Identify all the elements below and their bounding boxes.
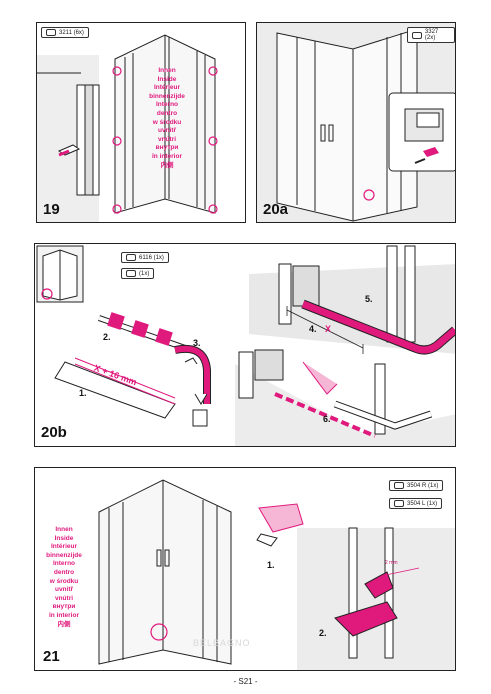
badge-text: 6116 (1x) <box>139 254 164 261</box>
substep-1: 1. <box>267 560 275 570</box>
step-number: 20b <box>41 424 67 441</box>
seal-strips <box>98 312 186 351</box>
substep-2: 2. <box>319 628 327 638</box>
seal-strip-icon <box>126 254 136 261</box>
part-badge-tape: (1x) <box>121 268 155 279</box>
step-number: 19 <box>43 201 60 218</box>
insert-arrow <box>58 149 70 157</box>
badge-text: 3211 (6x) <box>59 29 84 36</box>
measure-line <box>286 306 364 354</box>
floor-corner <box>297 527 455 670</box>
cut-profile <box>54 357 176 419</box>
panel-step-19: 3211 (6x) Innen Inside Intérieur binnenz… <box>36 22 246 223</box>
panel-step-20a: 3327 (2x) 20a <box>256 22 456 223</box>
step-19-illustration <box>37 34 218 222</box>
substep-6: 6. <box>323 414 331 424</box>
profile-inner <box>84 84 94 196</box>
tape-icon <box>126 270 136 277</box>
shower-enclosure <box>98 479 232 665</box>
profile-piece <box>256 503 304 547</box>
step-20a-illustration <box>257 23 455 222</box>
step-number: 20a <box>263 201 289 218</box>
inside-translations: Innen Inside Intérieur binnenzijde Inter… <box>149 67 185 169</box>
part-badge-6116: 6116 (1x) <box>121 252 169 263</box>
step-21-illustration <box>98 479 455 670</box>
substep-3: 3. <box>193 338 201 348</box>
profile-right-icon <box>394 482 404 489</box>
step-20b-illustration <box>36 245 455 446</box>
substep-5: 5. <box>365 294 373 304</box>
panel-step-20b: 6116 (1x) (1x) 1. 2. 3. 4. 5. 6. X + 16 … <box>34 243 456 447</box>
page-number: - S21 - <box>233 677 258 686</box>
profile-left-icon <box>394 500 404 507</box>
cap-markers <box>112 66 218 214</box>
inside-translations: Innen Inside Intérieur binnenzijde Inter… <box>46 526 82 628</box>
badge-text: 3327 (2x) <box>424 29 439 41</box>
substep-4: 4. <box>309 324 317 334</box>
cap-icon <box>412 31 422 39</box>
position-marker <box>150 623 168 641</box>
part-badge-3504l: 3504 L (1x) <box>389 498 443 509</box>
badge-text: 3504 L (1x) <box>407 500 438 507</box>
measure-x-label: X <box>325 324 332 334</box>
step-number: 21 <box>43 648 60 665</box>
shower-enclosure <box>276 28 418 222</box>
floor-scene <box>235 245 455 446</box>
panel-step-21: 3504 R (1x) 3504 L (1x) Innen Inside Int… <box>34 467 456 671</box>
part-badge-3327: 3327 (2x) <box>407 27 455 43</box>
detail-zoom <box>388 92 455 172</box>
part-badge-3504r: 3504 R (1x) <box>389 480 444 491</box>
badge-text: 3504 R (1x) <box>407 482 439 489</box>
gap-measure-label: 2 mm <box>385 560 398 566</box>
corner-bend <box>174 345 211 427</box>
substep-2: 2. <box>103 332 111 342</box>
part-badge-3211: 3211 (6x) <box>41 27 89 38</box>
badge-text: (1x) <box>139 270 150 277</box>
cap-icon <box>46 29 56 36</box>
watermark: BELBAGNO <box>193 638 251 648</box>
position-marker <box>363 189 375 201</box>
substep-1: 1. <box>79 388 87 398</box>
seal-strip-installed <box>274 299 455 438</box>
